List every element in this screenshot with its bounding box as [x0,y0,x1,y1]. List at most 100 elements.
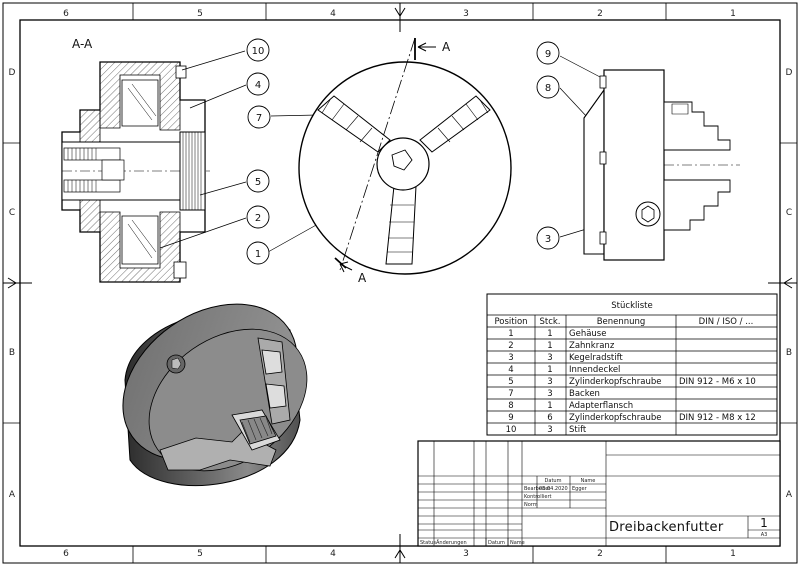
drawing-title: Dreibackenfutter [609,520,724,535]
zone-row-right-a: A [786,490,793,500]
zone-col-bottom-6: 1 [730,549,736,559]
title-block-col-datum: Datum [545,478,562,484]
parts-list: Stückliste Position Stck. Benennung DIN … [486,293,778,436]
balloon-10: 10 [252,46,265,57]
parts-header-qty: Stck. [539,317,560,327]
zone-col-bottom-1: 6 [63,549,69,559]
balloon-2: 2 [255,213,261,224]
zone-col-bottom-4: 3 [463,549,469,559]
svg-text:9: 9 [508,413,513,423]
cut-label-bottom: A [358,271,367,285]
title-block-col-name: Name [581,478,596,484]
balloon-3: 3 [545,234,551,245]
svg-text:1: 1 [508,329,513,339]
title-block-row-bearbeitet: Bearbeitet [524,486,550,492]
revision-status-label: Status [420,540,436,546]
table-row: 7 3 Backen [508,389,600,399]
zone-row-left-d: D [9,68,16,78]
svg-text:10: 10 [506,425,517,435]
balloon-7: 7 [256,113,262,124]
zone-row-left-b: B [9,348,15,358]
zone-col-top-2: 5 [197,9,203,19]
revision-change-label: Änderungen [436,539,467,546]
item-balloons: 10 4 7 5 2 1 9 8 3 [246,38,560,265]
svg-text:8: 8 [508,401,513,411]
svg-text:Backen: Backen [569,389,600,399]
svg-text:3: 3 [508,353,513,363]
title-block-row-norm: Norm [524,502,538,508]
cut-label-top: A [442,40,451,54]
revision-name-label: Name [510,540,525,546]
table-row: 10 3 Stift [506,425,587,435]
section-view-a-a: A-A [61,37,210,283]
balloon-4: 4 [255,80,261,91]
parts-header-name: Benennung [597,317,646,327]
balloon-1: 1 [255,249,261,260]
section-label: A-A [72,37,93,51]
table-row: 8 1 Adapterflansch [508,401,633,411]
zone-row-right-b: B [786,348,792,358]
zone-col-top-6: 1 [730,9,736,19]
side-view [583,69,740,261]
svg-text:DIN 912 - M6 x 10: DIN 912 - M6 x 10 [679,377,756,387]
zone-col-top-1: 6 [63,9,69,19]
parts-list-title: Stückliste [611,301,652,311]
svg-text:1: 1 [547,401,552,411]
leader-lines [159,50,637,253]
zone-col-bottom-2: 5 [197,549,203,559]
balloon-8: 8 [545,83,551,94]
sheet-format: A3 [761,532,768,538]
svg-text:Adapterflansch: Adapterflansch [569,401,633,411]
svg-text:Zylinderkopfschraube: Zylinderkopfschraube [569,377,662,387]
table-row: 2 1 Zahnkranz [508,341,615,351]
zone-row-right-c: C [786,208,792,218]
table-row: 4 1 Innendeckel [508,365,620,375]
zone-col-top-3: 4 [330,9,336,19]
svg-text:DIN 912 - M8 x 12: DIN 912 - M8 x 12 [679,413,756,423]
svg-text:Kegelradstift: Kegelradstift [569,353,623,363]
svg-text:3: 3 [547,377,552,387]
table-row: 5 3 Zylinderkopfschraube DIN 912 - M6 x … [508,377,756,387]
svg-text:1: 1 [547,365,552,375]
parts-header-standard: DIN / ISO / ... [699,317,754,327]
svg-text:4: 4 [508,365,513,375]
svg-text:3: 3 [547,425,552,435]
zone-labels: 6 5 4 3 2 1 6 5 4 3 2 1 D C B A D C B A [9,9,793,559]
svg-text:3: 3 [547,353,552,363]
sheet-number: 1 [760,516,768,530]
svg-text:Zahnkranz: Zahnkranz [569,341,615,351]
svg-text:3: 3 [547,389,552,399]
zone-row-left-a: A [9,490,16,500]
zone-col-top-5: 2 [597,9,603,19]
balloon-9: 9 [545,49,551,60]
title-block-bearb-name: Egger [572,486,588,492]
balloon-5: 5 [255,177,261,188]
svg-text:Innendeckel: Innendeckel [569,365,620,375]
title-block: Datum Name Bearbeitet 03.04.2020 Egger K… [417,440,781,547]
zone-row-right-d: D [786,68,793,78]
svg-text:2: 2 [508,341,513,351]
svg-text:6: 6 [547,413,552,423]
front-view: A A [298,37,512,285]
isometric-view [122,303,308,487]
title-block-bearb-date: 03.04.2020 [539,486,568,492]
zone-col-top-4: 3 [463,9,469,19]
svg-text:Zylinderkopfschraube: Zylinderkopfschraube [569,413,662,423]
revision-date-label: Datum [488,540,505,546]
svg-text:5: 5 [508,377,513,387]
zone-col-bottom-5: 2 [597,549,603,559]
svg-text:Stift: Stift [569,425,587,435]
svg-text:Gehäuse: Gehäuse [569,329,606,339]
title-block-row-kontrolliert: Kontrolliert [524,494,552,500]
svg-text:1: 1 [547,329,552,339]
zone-row-left-c: C [9,208,15,218]
table-row: 1 1 Gehäuse [508,329,606,339]
parts-header-position: Position [494,317,527,327]
table-row: 3 3 Kegelradstift [508,353,623,363]
svg-text:7: 7 [508,389,513,399]
zone-col-bottom-3: 4 [330,549,336,559]
svg-text:1: 1 [547,341,552,351]
table-row: 9 6 Zylinderkopfschraube DIN 912 - M8 x … [508,413,756,423]
